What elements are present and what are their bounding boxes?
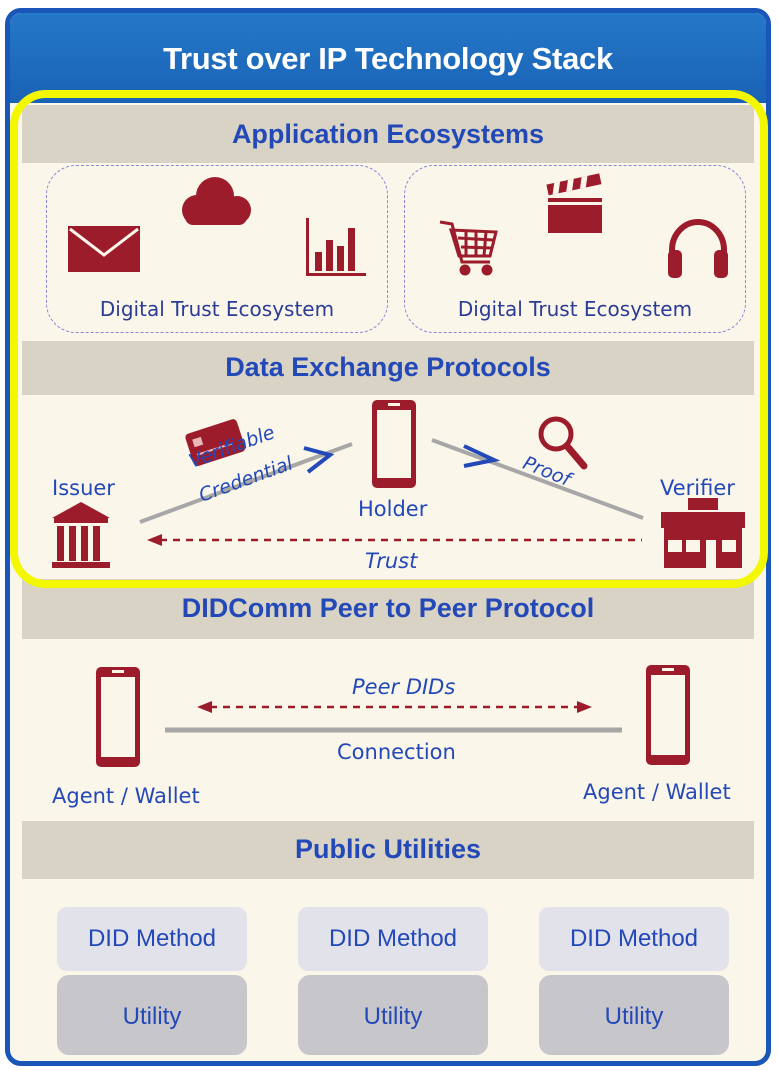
utility-box-2: Utility: [298, 975, 488, 1055]
magnifier-icon: [538, 416, 588, 470]
holder-label: Holder: [358, 497, 428, 521]
trust-arrow-head: [147, 534, 162, 546]
section-title-public-utilities: Public Utilities: [294, 834, 482, 864]
utility-label: Utility: [122, 1003, 182, 1030]
bank-icon: [52, 502, 110, 568]
did-method-label: DID Method: [87, 925, 217, 952]
agent-phone-left-icon: [96, 667, 140, 767]
connection-label: Connection: [337, 740, 456, 764]
issuer-label: Issuer: [52, 476, 115, 500]
shopping-cart-icon: [439, 220, 498, 276]
store-icon: [661, 498, 745, 568]
peer-dids-arrow-head-right: [577, 701, 592, 713]
proof-arrow: [463, 444, 501, 468]
ecosystem-box-2: Digital Trust Ecosystem: [404, 165, 746, 333]
agent-wallet-right-label: Agent / Wallet: [583, 780, 731, 804]
agent-phone-right-icon: [646, 665, 690, 765]
envelope-icon: [68, 226, 140, 272]
section-header-didcomm: DIDComm Peer to Peer Protocol: [22, 579, 754, 639]
holder-verifier-line: [431, 438, 644, 520]
did-method-label: DID Method: [569, 925, 699, 952]
utility-label: Utility: [363, 1003, 423, 1030]
ecosystem-box-1: Digital Trust Ecosystem: [46, 165, 388, 333]
trust-label: Trust: [365, 549, 418, 573]
utility-label: Utility: [604, 1003, 664, 1030]
clapperboard-icon: [546, 173, 602, 233]
stack-frame: Trust over IP Technology Stack Applicati…: [5, 8, 771, 1066]
ecosystem-label-2: Digital Trust Ecosystem: [457, 297, 693, 321]
section-title-didcomm: DIDComm Peer to Peer Protocol: [181, 593, 595, 623]
credit-card-icon: [185, 419, 246, 467]
page-title: Trust over IP Technology Stack: [163, 41, 613, 76]
utility-box-1: Utility: [57, 975, 247, 1055]
did-method-label: DID Method: [328, 925, 458, 952]
did-method-box-1: DID Method: [57, 907, 247, 971]
section-title-data-exchange: Data Exchange Protocols: [225, 352, 551, 382]
peer-dids-label: Peer DIDs: [352, 675, 456, 699]
headphones-icon: [668, 219, 728, 278]
ecosystem-label-1: Digital Trust Ecosystem: [99, 297, 335, 321]
did-method-box-2: DID Method: [298, 907, 488, 971]
agent-wallet-left-label: Agent / Wallet: [52, 784, 200, 808]
utility-box-3: Utility: [539, 975, 729, 1055]
verifier-label: Verifier: [660, 476, 735, 500]
peer-dids-arrow-head-left: [197, 701, 212, 713]
issuer-holder-line: [139, 442, 353, 524]
holder-phone-icon: [372, 400, 416, 488]
section-title-application: Application Ecosystems: [231, 119, 545, 149]
section-header-application: Application Ecosystems: [22, 105, 754, 163]
cloud-icon: [182, 177, 251, 225]
did-method-box-3: DID Method: [539, 907, 729, 971]
bar-chart-icon: [306, 218, 366, 276]
section-header-public-utilities: Public Utilities: [22, 821, 754, 879]
credential-arrow: [303, 446, 335, 474]
title-bar: Trust over IP Technology Stack: [10, 13, 766, 103]
section-header-data-exchange: Data Exchange Protocols: [22, 341, 754, 395]
